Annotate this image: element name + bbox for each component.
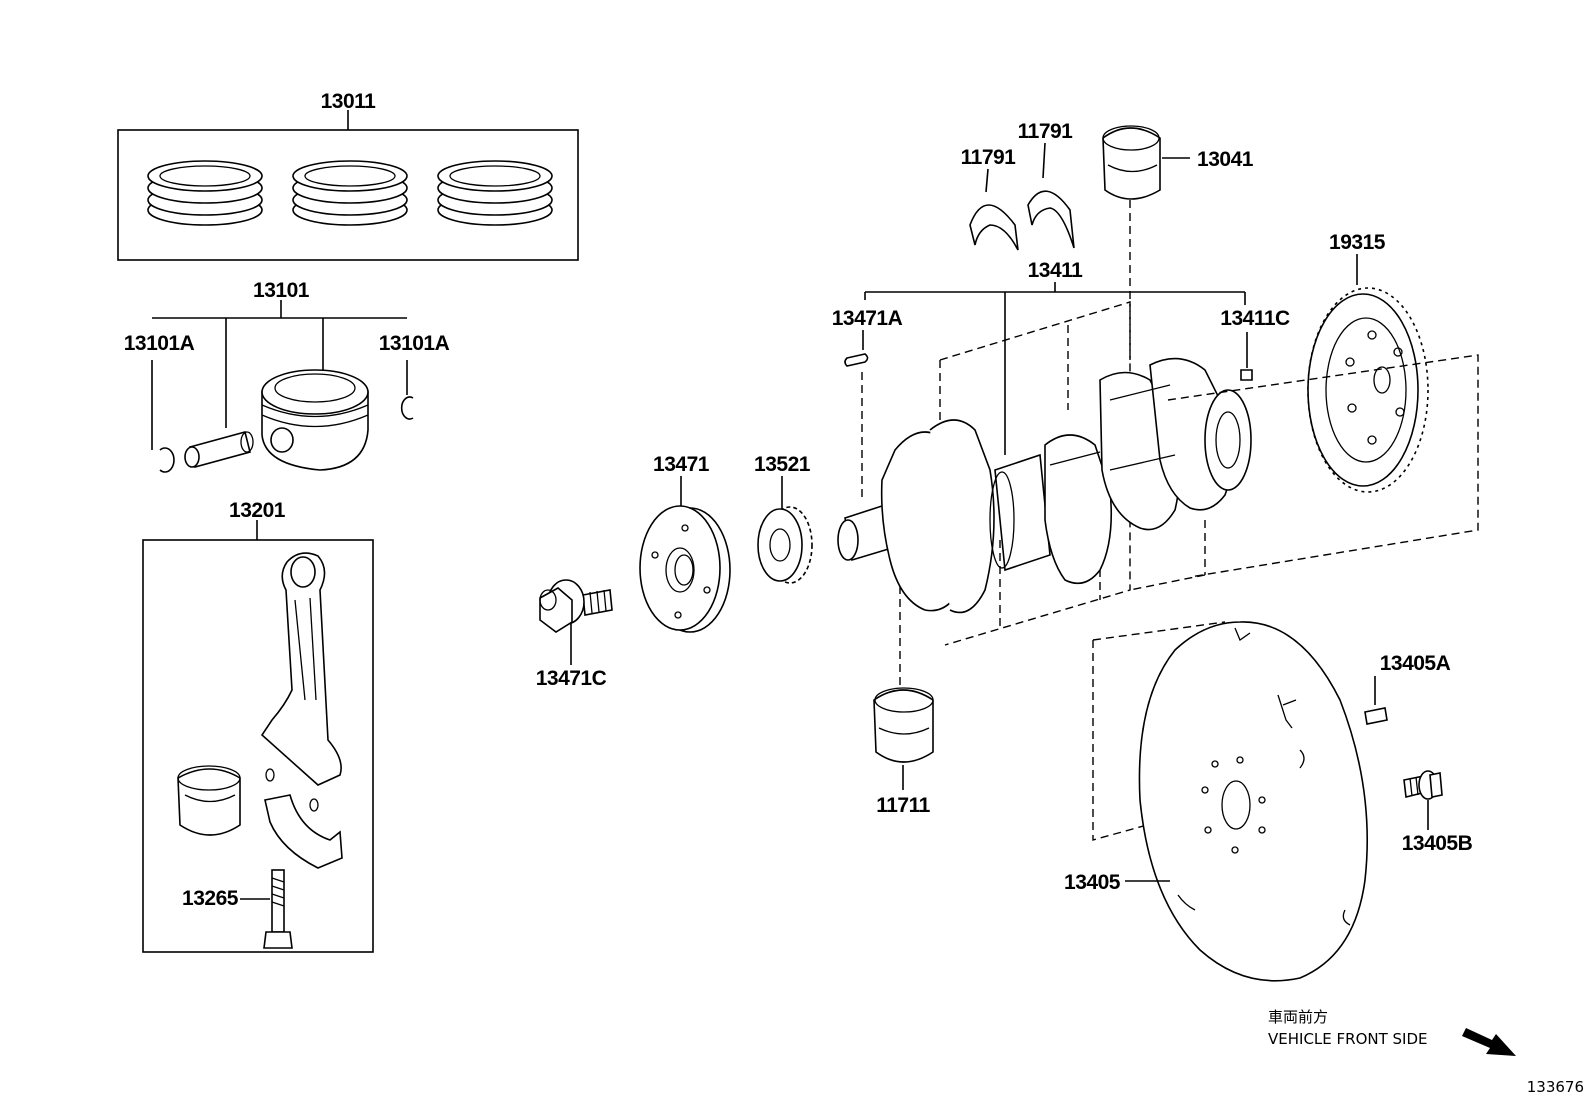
thrust-washer-group: 11791 11791 <box>961 120 1075 251</box>
piston-ring-set-group: 13011 <box>117 90 579 261</box>
drive-plate-pin-group: 13405A <box>1364 652 1451 725</box>
thrust-washer-left[interactable] <box>969 204 1019 251</box>
front-note-japanese: 車両前方 <box>1268 1008 1328 1026</box>
label-11711[interactable]: 11711 <box>876 794 931 817</box>
arrow-down-right-icon <box>1462 1028 1516 1056</box>
label-13201[interactable]: 13201 <box>229 499 286 522</box>
drive-plate-bolt-group: 13405B <box>1402 770 1473 855</box>
label-13521[interactable]: 13521 <box>754 453 811 476</box>
crankshaft-pin-13411C[interactable] <box>1240 369 1253 381</box>
crank-pulley-bolt-group: 13471C <box>536 579 613 690</box>
drive-plate-pin[interactable] <box>1364 707 1388 725</box>
label-13101A-right[interactable]: 13101A <box>379 332 450 355</box>
vehicle-front-note: 車両前方 VEHICLE FRONT SIDE <box>1268 1008 1516 1056</box>
connecting-rod-group: 13201 13265 <box>142 499 374 953</box>
label-13405[interactable]: 13405 <box>1064 871 1121 894</box>
drive-plate-group: 13405 <box>1064 621 1369 982</box>
label-11791-upper[interactable]: 11791 <box>1018 120 1074 143</box>
crankshaft-timing-gear-group: 13521 <box>754 453 813 584</box>
piston-ring-stack-3[interactable] <box>437 160 553 226</box>
piston-group: 13101 13101A 13101A <box>124 279 450 473</box>
piston-ring-stack-2[interactable] <box>292 160 408 226</box>
piston-pin-snap-ring-left[interactable] <box>159 447 175 473</box>
label-11791-lower[interactable]: 11791 <box>961 146 1017 169</box>
label-13011[interactable]: 13011 <box>321 90 377 113</box>
crank-main-bearing-lower-group: 11711 <box>873 687 934 817</box>
drive-plate[interactable] <box>1138 621 1369 982</box>
crankshaft-key[interactable] <box>844 353 869 367</box>
crankshaft-plate-group: 13471 <box>639 453 731 633</box>
connecting-rod-bearing[interactable] <box>177 765 241 836</box>
crankshaft-group: 13411 13411C <box>837 259 1291 690</box>
crank-main-bearing-lower[interactable] <box>873 687 934 763</box>
crankshaft[interactable] <box>837 357 1252 614</box>
front-note-english: VEHICLE FRONT SIDE <box>1268 1030 1428 1048</box>
connecting-rod-box <box>142 539 374 953</box>
crankshaft-key-group: 13471A <box>832 307 903 500</box>
label-13041[interactable]: 13041 <box>1197 148 1254 171</box>
thrust-washer-right[interactable] <box>1027 190 1075 249</box>
label-13101A-left[interactable]: 13101A <box>124 332 195 355</box>
crankshaft-plate[interactable] <box>639 505 731 633</box>
piston[interactable] <box>261 369 369 471</box>
crank-angle-sensor-plate-group: 19315 <box>1167 231 1479 578</box>
crank-main-bearing-upper-group: 13041 <box>1102 125 1254 360</box>
label-19315[interactable]: 19315 <box>1329 231 1386 254</box>
label-13101[interactable]: 13101 <box>253 279 310 302</box>
crankshaft-timing-gear[interactable] <box>757 506 813 584</box>
piston-pin[interactable] <box>184 431 254 468</box>
label-13411[interactable]: 13411 <box>1028 259 1084 282</box>
piston-ring-stack-1[interactable] <box>147 160 263 226</box>
crank-angle-sensor-plate[interactable] <box>1307 287 1429 493</box>
label-13471C[interactable]: 13471C <box>536 667 607 690</box>
label-13405B[interactable]: 13405B <box>1402 832 1473 855</box>
connecting-rod[interactable] <box>260 552 342 786</box>
label-13471[interactable]: 13471 <box>653 453 710 476</box>
connecting-rod-cap[interactable] <box>264 768 343 869</box>
connecting-rod-bolt[interactable] <box>263 869 293 949</box>
piston-pin-snap-ring-right[interactable] <box>400 396 414 420</box>
label-13471A[interactable]: 13471A <box>832 307 903 330</box>
label-13405A[interactable]: 13405A <box>1380 652 1451 675</box>
crank-main-bearing-upper[interactable] <box>1102 125 1161 200</box>
drive-plate-bolt[interactable] <box>1403 770 1443 800</box>
diagram-id: 133676 <box>1527 1078 1584 1096</box>
label-13265[interactable]: 13265 <box>182 887 239 910</box>
label-13411C[interactable]: 13411C <box>1220 307 1290 330</box>
crank-pulley-bolt[interactable] <box>539 579 613 633</box>
